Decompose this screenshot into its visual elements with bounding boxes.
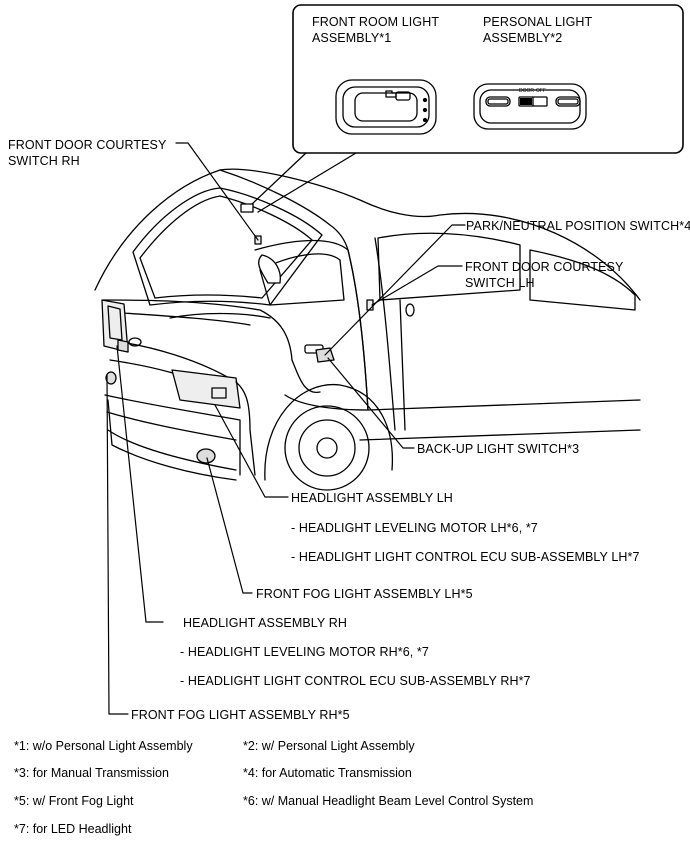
front-door-courtesy-rh-line2: SWITCH RH [8, 154, 80, 168]
personal-light-label: PERSONAL LIGHT ASSEMBLY*2 [483, 14, 592, 46]
footnote-7: *7: for LED Headlight [14, 822, 132, 836]
headlight-lh-label: HEADLIGHT ASSEMBLY LH [291, 491, 453, 505]
footnote-3: *3: for Manual Transmission [14, 766, 169, 780]
headlight-rh-label: HEADLIGHT ASSEMBLY RH [183, 616, 347, 630]
park-neutral-switch-label: PARK/NEUTRAL POSITION SWITCH*4 [466, 219, 690, 233]
front-door-courtesy-lh-line2: SWITCH LH [465, 276, 535, 290]
footnote-4: *4: for Automatic Transmission [243, 766, 412, 780]
headlight-lh-ecu-label: - HEADLIGHT LIGHT CONTROL ECU SUB-ASSEMB… [291, 550, 640, 564]
leader-lines [106, 142, 466, 715]
footnote-1: *1: w/o Personal Light Assembly [14, 739, 193, 753]
front-door-courtesy-lh-line1: FRONT DOOR COURTESY [465, 260, 624, 274]
front-room-light-drawing [335, 79, 437, 135]
personal-light-drawing [473, 83, 587, 130]
front-room-light-label-line1: FRONT ROOM LIGHT [312, 15, 440, 29]
back-up-light-switch-label: BACK-UP LIGHT SWITCH*3 [417, 442, 580, 456]
front-fog-rh-label: FRONT FOG LIGHT ASSEMBLY RH*5 [131, 708, 350, 722]
personal-light-label-line1: PERSONAL LIGHT [483, 15, 593, 29]
switch-text-door: DOOR [519, 88, 534, 94]
front-door-courtesy-rh-line1: FRONT DOOR COURTESY [8, 138, 167, 152]
front-room-light-label: FRONT ROOM LIGHT ASSEMBLY*1 [312, 14, 439, 46]
headlight-lh-motor-label: - HEADLIGHT LEVELING MOTOR LH*6, *7 [291, 521, 538, 535]
front-fog-lh-label: FRONT FOG LIGHT ASSEMBLY LH*5 [256, 587, 473, 601]
front-door-courtesy-lh-label: FRONT DOOR COURTESY SWITCH LH [465, 259, 623, 291]
front-door-courtesy-rh-label: FRONT DOOR COURTESY SWITCH RH [8, 137, 166, 169]
van-body [94, 168, 641, 491]
component-glyphs [117, 203, 374, 363]
personal-light-label-line2: ASSEMBLY*2 [483, 31, 563, 45]
headlight-rh-ecu-label: - HEADLIGHT LIGHT CONTROL ECU SUB-ASSEMB… [180, 674, 531, 688]
headlight-rh-motor-label: - HEADLIGHT LEVELING MOTOR RH*6, *7 [180, 645, 429, 659]
footnote-6: *6: w/ Manual Headlight Beam Level Contr… [243, 794, 534, 808]
front-room-light-label-line2: ASSEMBLY*1 [312, 31, 392, 45]
switch-text-off: OFF [536, 88, 546, 94]
footnote-2: *2: w/ Personal Light Assembly [243, 739, 415, 753]
footnote-5: *5: w/ Front Fog Light [14, 794, 134, 808]
